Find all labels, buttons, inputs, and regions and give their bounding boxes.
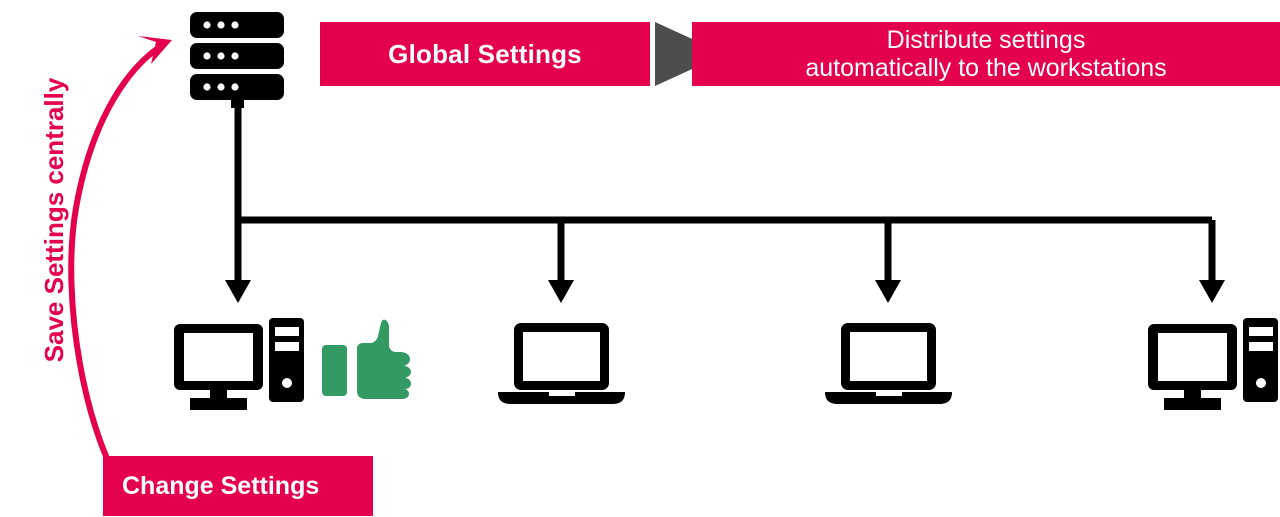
side-label-save-settings-centrally: Save Settings centrally: [38, 77, 69, 363]
laptop-icon: [498, 323, 625, 404]
banner-distribute-line2: automatically to the workstations: [805, 54, 1167, 82]
distribution-tree: [234, 106, 1216, 283]
play-triangle-icon: [655, 22, 725, 86]
distribution-arrowheads: [225, 280, 1225, 303]
server-stack-icon: [190, 12, 284, 108]
banner-change-settings[interactable]: Change Settings: [103, 456, 373, 516]
banner-distribute-line1: Distribute settings: [886, 26, 1086, 54]
banner-global-settings-label: Global Settings: [388, 38, 582, 69]
thumbs-up-icon: [322, 319, 411, 399]
banner-distribute-settings[interactable]: Distribute settings automatically to the…: [692, 22, 1280, 86]
desktop-computer-icon: [174, 318, 304, 410]
banner-distribute-text: Distribute settings automatically to the…: [797, 26, 1174, 82]
laptop-icon: [825, 323, 952, 404]
banner-change-settings-label: Change Settings: [122, 471, 320, 500]
curved-feedback-arrow-icon: [68, 36, 172, 499]
banner-global-settings[interactable]: Global Settings: [320, 22, 650, 86]
desktop-computer-icon: [1148, 318, 1278, 410]
